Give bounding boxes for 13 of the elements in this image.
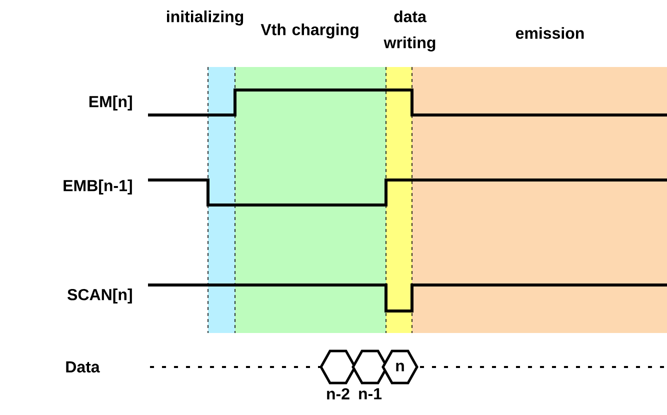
phase-heading: Vth charging [260, 24, 358, 38]
phase-heading: data writing [384, 10, 436, 52]
signal-name: EMB[n-1] [64, 180, 132, 194]
signal-name: EM[n] [89, 96, 132, 110]
phase-heading: emission [516, 27, 584, 39]
phase-heading: initializing [167, 10, 244, 26]
node-label: n [396, 362, 404, 372]
data-index: n-1 [359, 388, 382, 400]
data-hexagon [320, 350, 356, 384]
data-index: n-2 [327, 388, 350, 400]
signal-name: SCAN[n] [68, 288, 132, 304]
data-hexagon: n [382, 350, 418, 384]
signal-name: Data [66, 361, 100, 373]
